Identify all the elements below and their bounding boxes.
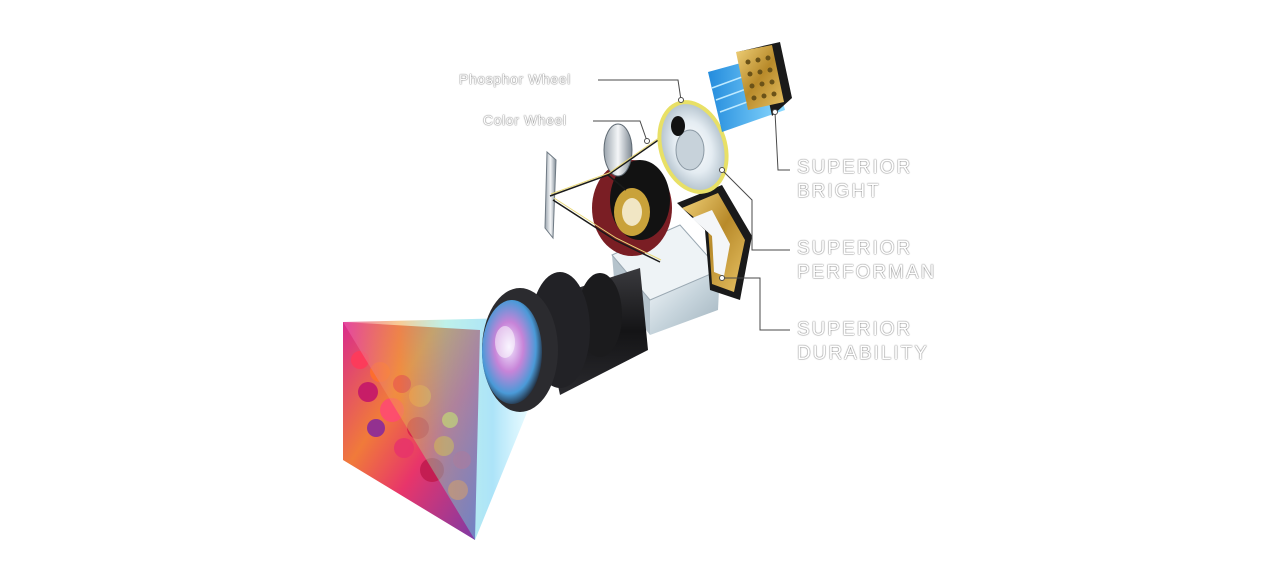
callout-leader-lines (593, 79, 790, 331)
phosphor-wheel (657, 100, 729, 194)
phosphor-wheel-anchor-dot (678, 97, 684, 103)
callout-line-2: BRIGHT (797, 181, 881, 202)
laser-diode-bank (736, 42, 792, 116)
dmd-anchor-dot (719, 275, 725, 281)
projection-light-beam (343, 318, 530, 540)
laser-anchor-dot (772, 109, 778, 115)
callout-line-1: SUPERIOR (797, 157, 913, 178)
callout-line-2: DURABILITY (797, 343, 929, 364)
color-wheel-anchor-dot (644, 138, 650, 144)
dmd-chip (677, 185, 752, 300)
color-wheel (592, 160, 672, 256)
color-wheel-label: Color Wheel (483, 112, 567, 128)
phosphor-wheel-label: Phosphor Wheel (459, 71, 571, 87)
callout-superior-performan: SUPERIOR PERFORMAN (797, 237, 936, 285)
callout-superior-durability: SUPERIOR DURABILITY (797, 318, 929, 366)
callout-line-1: SUPERIOR (797, 238, 913, 259)
callout-superior-bright: SUPERIOR BRIGHT (797, 156, 912, 204)
callout-line-2: PERFORMAN (797, 262, 937, 283)
phosphor-anchor-dot (719, 167, 725, 173)
folding-mirror (544, 150, 557, 240)
callout-line-1: SUPERIOR (797, 319, 913, 340)
projection-lens (482, 268, 648, 412)
